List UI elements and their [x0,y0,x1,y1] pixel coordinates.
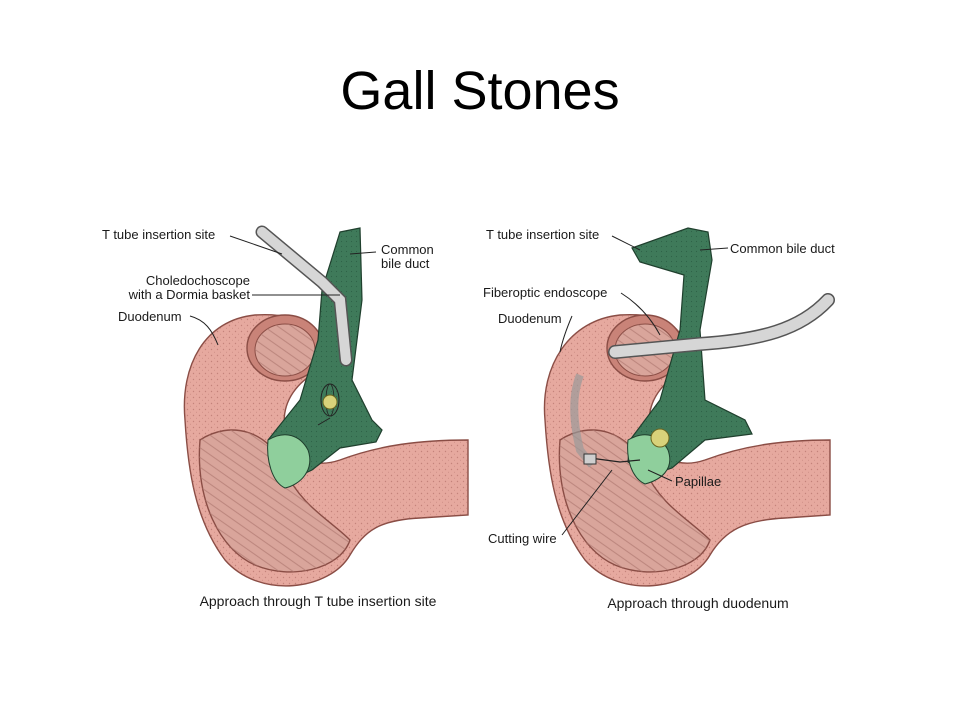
right-duodenum [543,313,831,587]
label-fiberoptic-endoscope-right: Fiberoptic endoscope [483,285,607,300]
left-duodenum [183,313,469,587]
label-duodenum-right: Duodenum [498,311,562,326]
label-t-tube-right: T tube insertion site [486,227,599,242]
right-common-bile-duct [627,227,753,485]
label-cutting-wire-right: Cutting wire [488,531,557,546]
right-stone [650,428,670,448]
left-stone [322,394,338,410]
right-panel: T tube insertion site Common bile duct F… [483,227,835,611]
label-common-bile-duct-right: Common bile duct [730,241,835,256]
label-papillae-right: Papillae [675,474,721,489]
label-dormia-basket-left: with a Dormia basket [128,287,251,302]
right-fiberoptic-endoscope [570,293,835,468]
slide-title: Gall Stones [340,61,620,121]
label-common-bile-duct-left-2: bile duct [381,256,430,271]
label-common-bile-duct-left-1: Common [381,242,434,257]
caption-left: Approach through T tube insertion site [200,593,437,609]
left-choledochoscope [255,225,353,426]
label-duodenum-left: Duodenum [118,309,182,324]
label-choledochoscope-left: Choledochoscope [146,273,250,288]
left-panel: T tube insertion site Choledochoscope wi… [102,225,469,609]
caption-right: Approach through duodenum [607,595,788,611]
left-common-bile-duct [267,227,383,489]
label-t-tube-left: T tube insertion site [102,227,215,242]
